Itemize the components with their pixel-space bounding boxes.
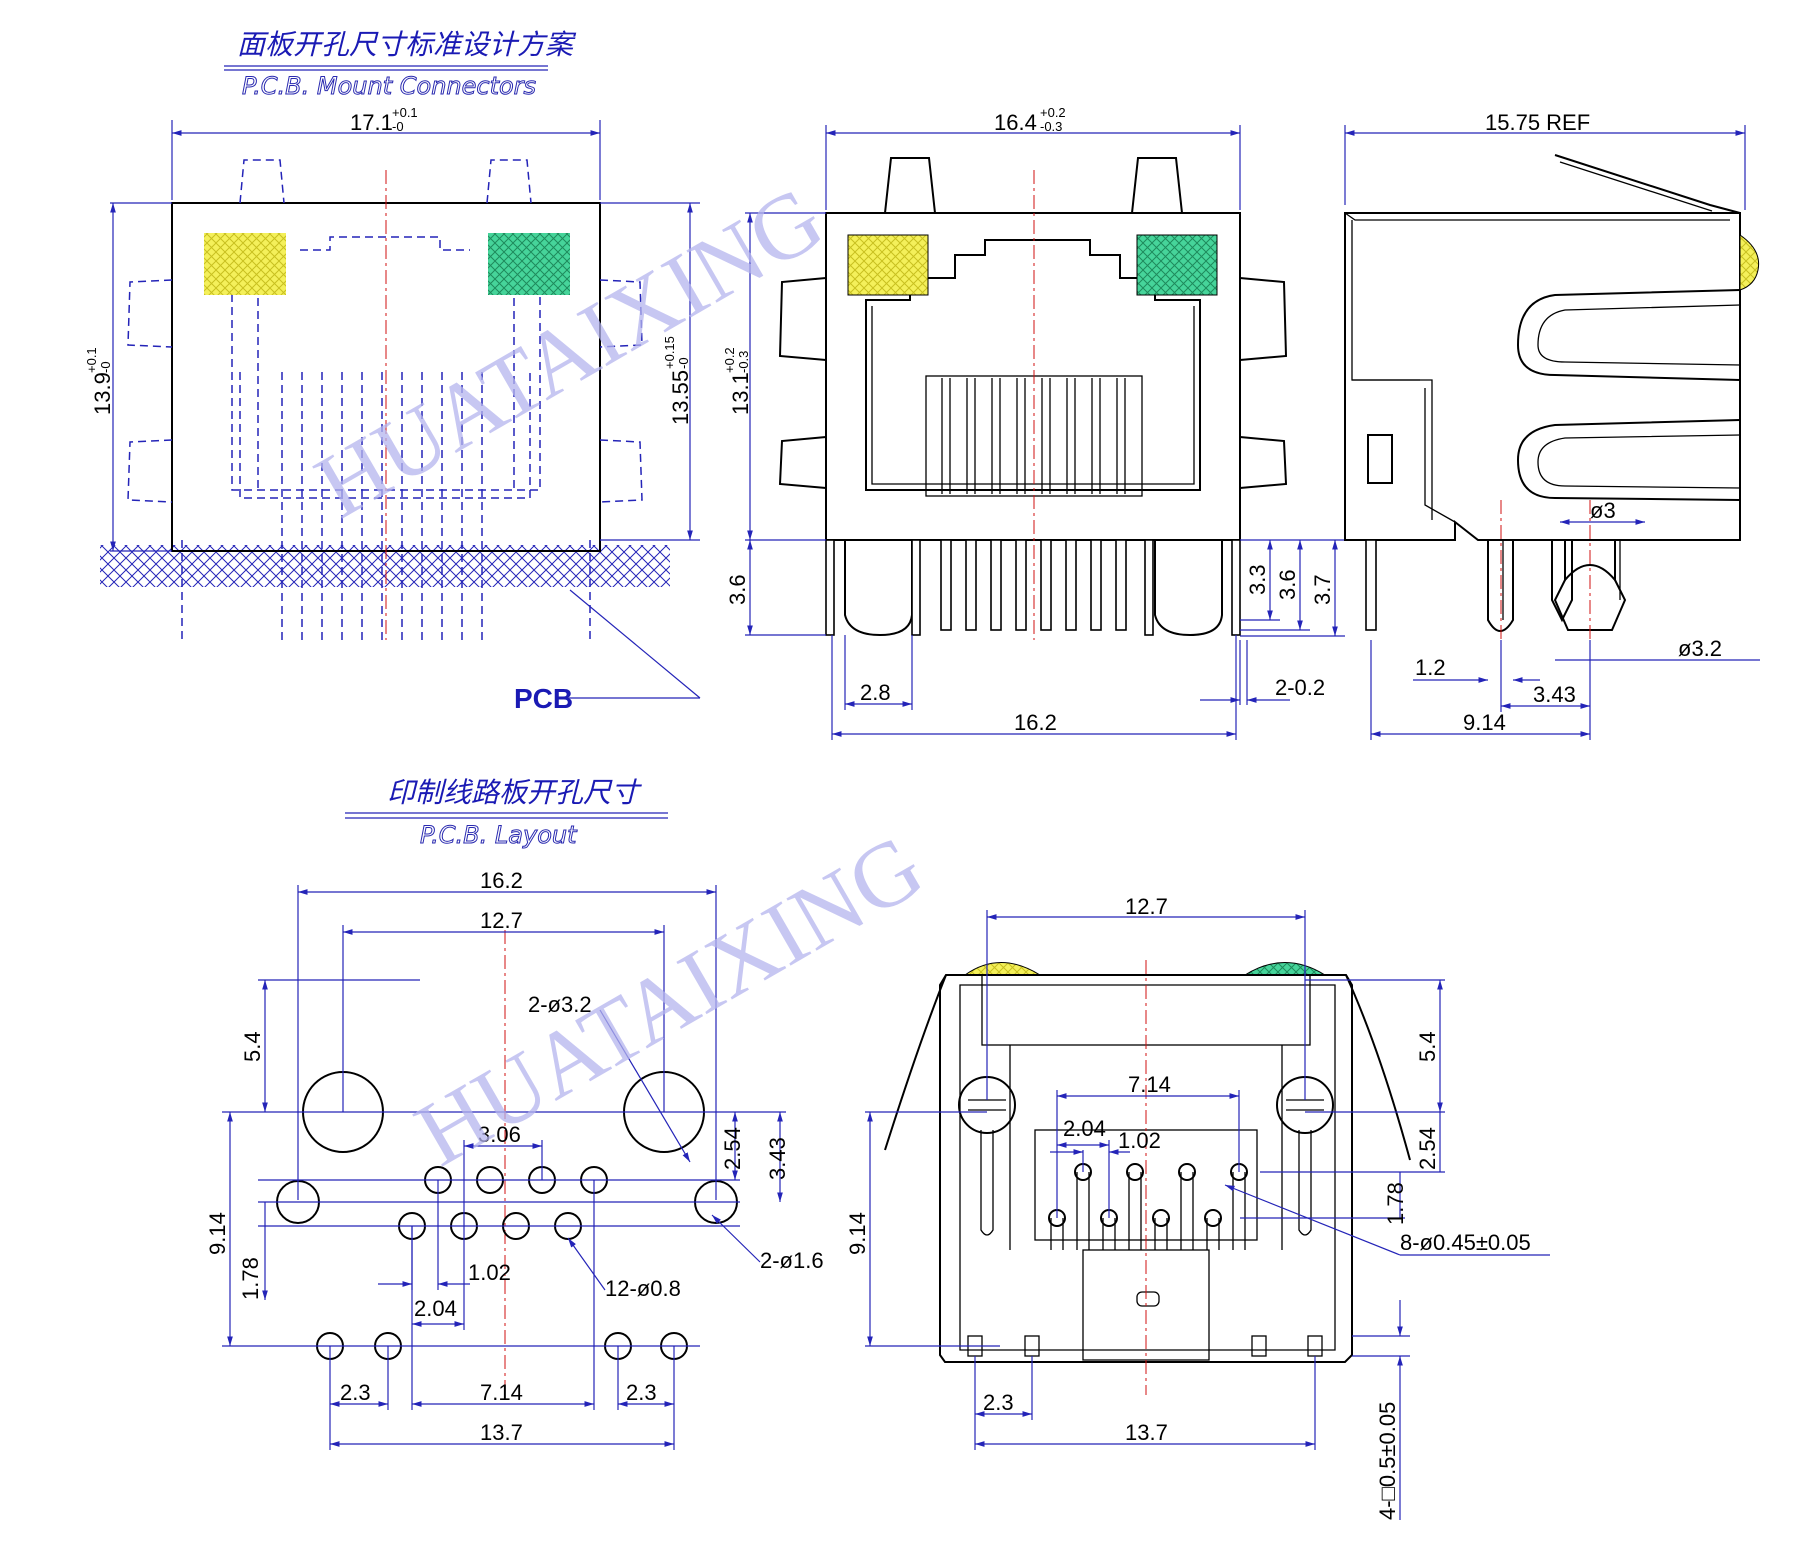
dim-panel-height-right-tol-minus: -0 <box>676 357 691 369</box>
dim-side-depth: 15.75 REF <box>1485 110 1590 135</box>
dim-side-12: 1.2 <box>1415 655 1446 680</box>
dim-front-02: 2-0.2 <box>1275 675 1325 700</box>
dim-side-343: 3.43 <box>1533 682 1576 707</box>
panel-title-block: 面板开孔尺寸标准设计方案 P.C.B. Mount Connectors <box>224 28 577 101</box>
dim-bottom-pins: 8-ø0.45±0.05 <box>1400 1230 1531 1255</box>
dim-panel-width: 17.1 <box>350 110 393 135</box>
dim-layout-hole16: 2-ø1.6 <box>760 1248 824 1273</box>
dim-front-height-tol-plus: +0.2 <box>722 347 737 373</box>
dim-front-width-tol-plus: +0.2 <box>1040 105 1066 120</box>
dim-panel-width-tol-minus: -0 <box>392 119 404 134</box>
dim-panel-height-left: 13.9 <box>90 372 115 415</box>
dim-layout-178: 1.78 <box>238 1257 263 1300</box>
dim-layout-137: 13.7 <box>480 1420 523 1445</box>
led-right-panel <box>488 233 570 295</box>
dim-layout-102: 1.02 <box>468 1260 511 1285</box>
dim-bottom-204: 2.04 <box>1063 1116 1106 1141</box>
dim-bottom-714: 7.14 <box>1128 1072 1171 1097</box>
dim-layout-54: 5.4 <box>240 1031 265 1062</box>
dim-layout-914: 9.14 <box>205 1212 230 1255</box>
dim-layout-hole08: 12-ø0.8 <box>605 1276 681 1301</box>
layout-title-block: 印制线路板开孔尺寸 P.C.B. Layout <box>345 776 668 850</box>
dim-bottom-914: 9.14 <box>845 1212 870 1255</box>
front-view: 16.4 +0.2 -0.3 13.1 +0.2 -0.3 3.6 3.3 3.… <box>722 105 1345 740</box>
dim-bottom-137: 13.7 <box>1125 1420 1168 1445</box>
dim-bottom-102: 1.02 <box>1118 1128 1161 1153</box>
dim-bottom-sq: 4-□0.5±0.05 <box>1375 1402 1400 1520</box>
dim-front-width-tol-minus: -0.3 <box>1040 119 1062 134</box>
dim-front-28: 2.8 <box>860 680 891 705</box>
pcb-layout-view: 16.2 12.7 5.4 9.14 1.78 2-ø3.2 3.06 2.54… <box>205 868 824 1450</box>
dim-layout-204: 2.04 <box>414 1296 457 1321</box>
dim-layout-127: 12.7 <box>480 908 523 933</box>
layout-title-en: P.C.B. Layout <box>420 821 578 849</box>
dim-layout-343: 3.43 <box>765 1137 790 1180</box>
panel-cutout-view: 17.1 +0.1 -0 13.9 +0.1 -0 13.55 +0.15 -0… <box>84 105 701 714</box>
watermark-top: HUATAIXING <box>299 166 839 537</box>
dim-layout-23b: 2.3 <box>626 1380 657 1405</box>
dim-bottom-178: 1.78 <box>1383 1182 1408 1225</box>
dim-front-33: 3.3 <box>1245 564 1270 595</box>
dim-front-height-tol-minus: -0.3 <box>736 351 751 373</box>
dim-front-height: 13.1 <box>728 372 753 415</box>
dim-front-height-group: 13.1 +0.2 -0.3 <box>722 347 753 415</box>
led-right-front <box>1136 234 1218 296</box>
contact-strips <box>281 372 483 640</box>
dim-panel-height-left-tol-minus: -0 <box>98 361 113 373</box>
dim-layout-23a: 2.3 <box>340 1380 371 1405</box>
dim-front-pin-length: 3.6 <box>725 574 750 605</box>
side-view: 15.75 REF ø3 ø3.2 1.2 3.43 9.14 <box>1344 110 1760 740</box>
dim-panel-height-left-tol-plus: +0.1 <box>84 347 99 373</box>
dim-front-162: 16.2 <box>1014 710 1057 735</box>
pcb-label: PCB <box>514 683 573 714</box>
dim-bottom-254: 2.54 <box>1415 1127 1440 1170</box>
dim-bottom-54: 5.4 <box>1415 1031 1440 1062</box>
dim-front-width: 16.4 <box>994 110 1037 135</box>
panel-title-cn: 面板开孔尺寸标准设计方案 <box>237 28 577 61</box>
led-left-panel <box>204 233 286 295</box>
bottom-view: 12.7 7.14 2.04 1.02 5.4 2.54 1.78 9.14 8… <box>845 894 1550 1520</box>
dim-panel-height-left-group: 13.9 +0.1 -0 <box>84 347 115 415</box>
dim-panel-height-right: 13.55 <box>668 370 693 425</box>
dim-layout-254: 2.54 <box>720 1127 745 1170</box>
dim-layout-714: 7.14 <box>480 1380 523 1405</box>
dim-layout-hole32: 2-ø3.2 <box>528 992 592 1017</box>
layout-title-cn: 印制线路板开孔尺寸 <box>387 776 642 809</box>
front-body <box>825 212 1241 541</box>
dim-panel-height-right-group: 13.55 +0.15 -0 <box>662 336 693 425</box>
dim-side-914: 9.14 <box>1463 710 1506 735</box>
dim-bottom-23: 2.3 <box>983 1390 1014 1415</box>
dim-side-d3: ø3 <box>1590 498 1616 523</box>
panel-title-en: P.C.B. Mount Connectors <box>242 72 536 100</box>
dim-layout-162: 16.2 <box>480 868 523 893</box>
dim-layout-306: 3.06 <box>478 1122 521 1147</box>
dim-front-37: 3.7 <box>1310 574 1335 605</box>
dim-bottom-127: 12.7 <box>1125 894 1168 919</box>
led-left-front <box>847 234 929 296</box>
bottom-signal-pins <box>1048 1163 1248 1250</box>
dim-front-36: 3.6 <box>1275 569 1300 600</box>
dim-panel-width-tol-plus: +0.1 <box>392 105 418 120</box>
front-pins <box>825 539 1241 637</box>
dim-side-d32: ø3.2 <box>1678 636 1722 661</box>
front-contacts <box>941 378 1126 494</box>
dim-panel-height-right-tol-plus: +0.15 <box>662 336 677 369</box>
